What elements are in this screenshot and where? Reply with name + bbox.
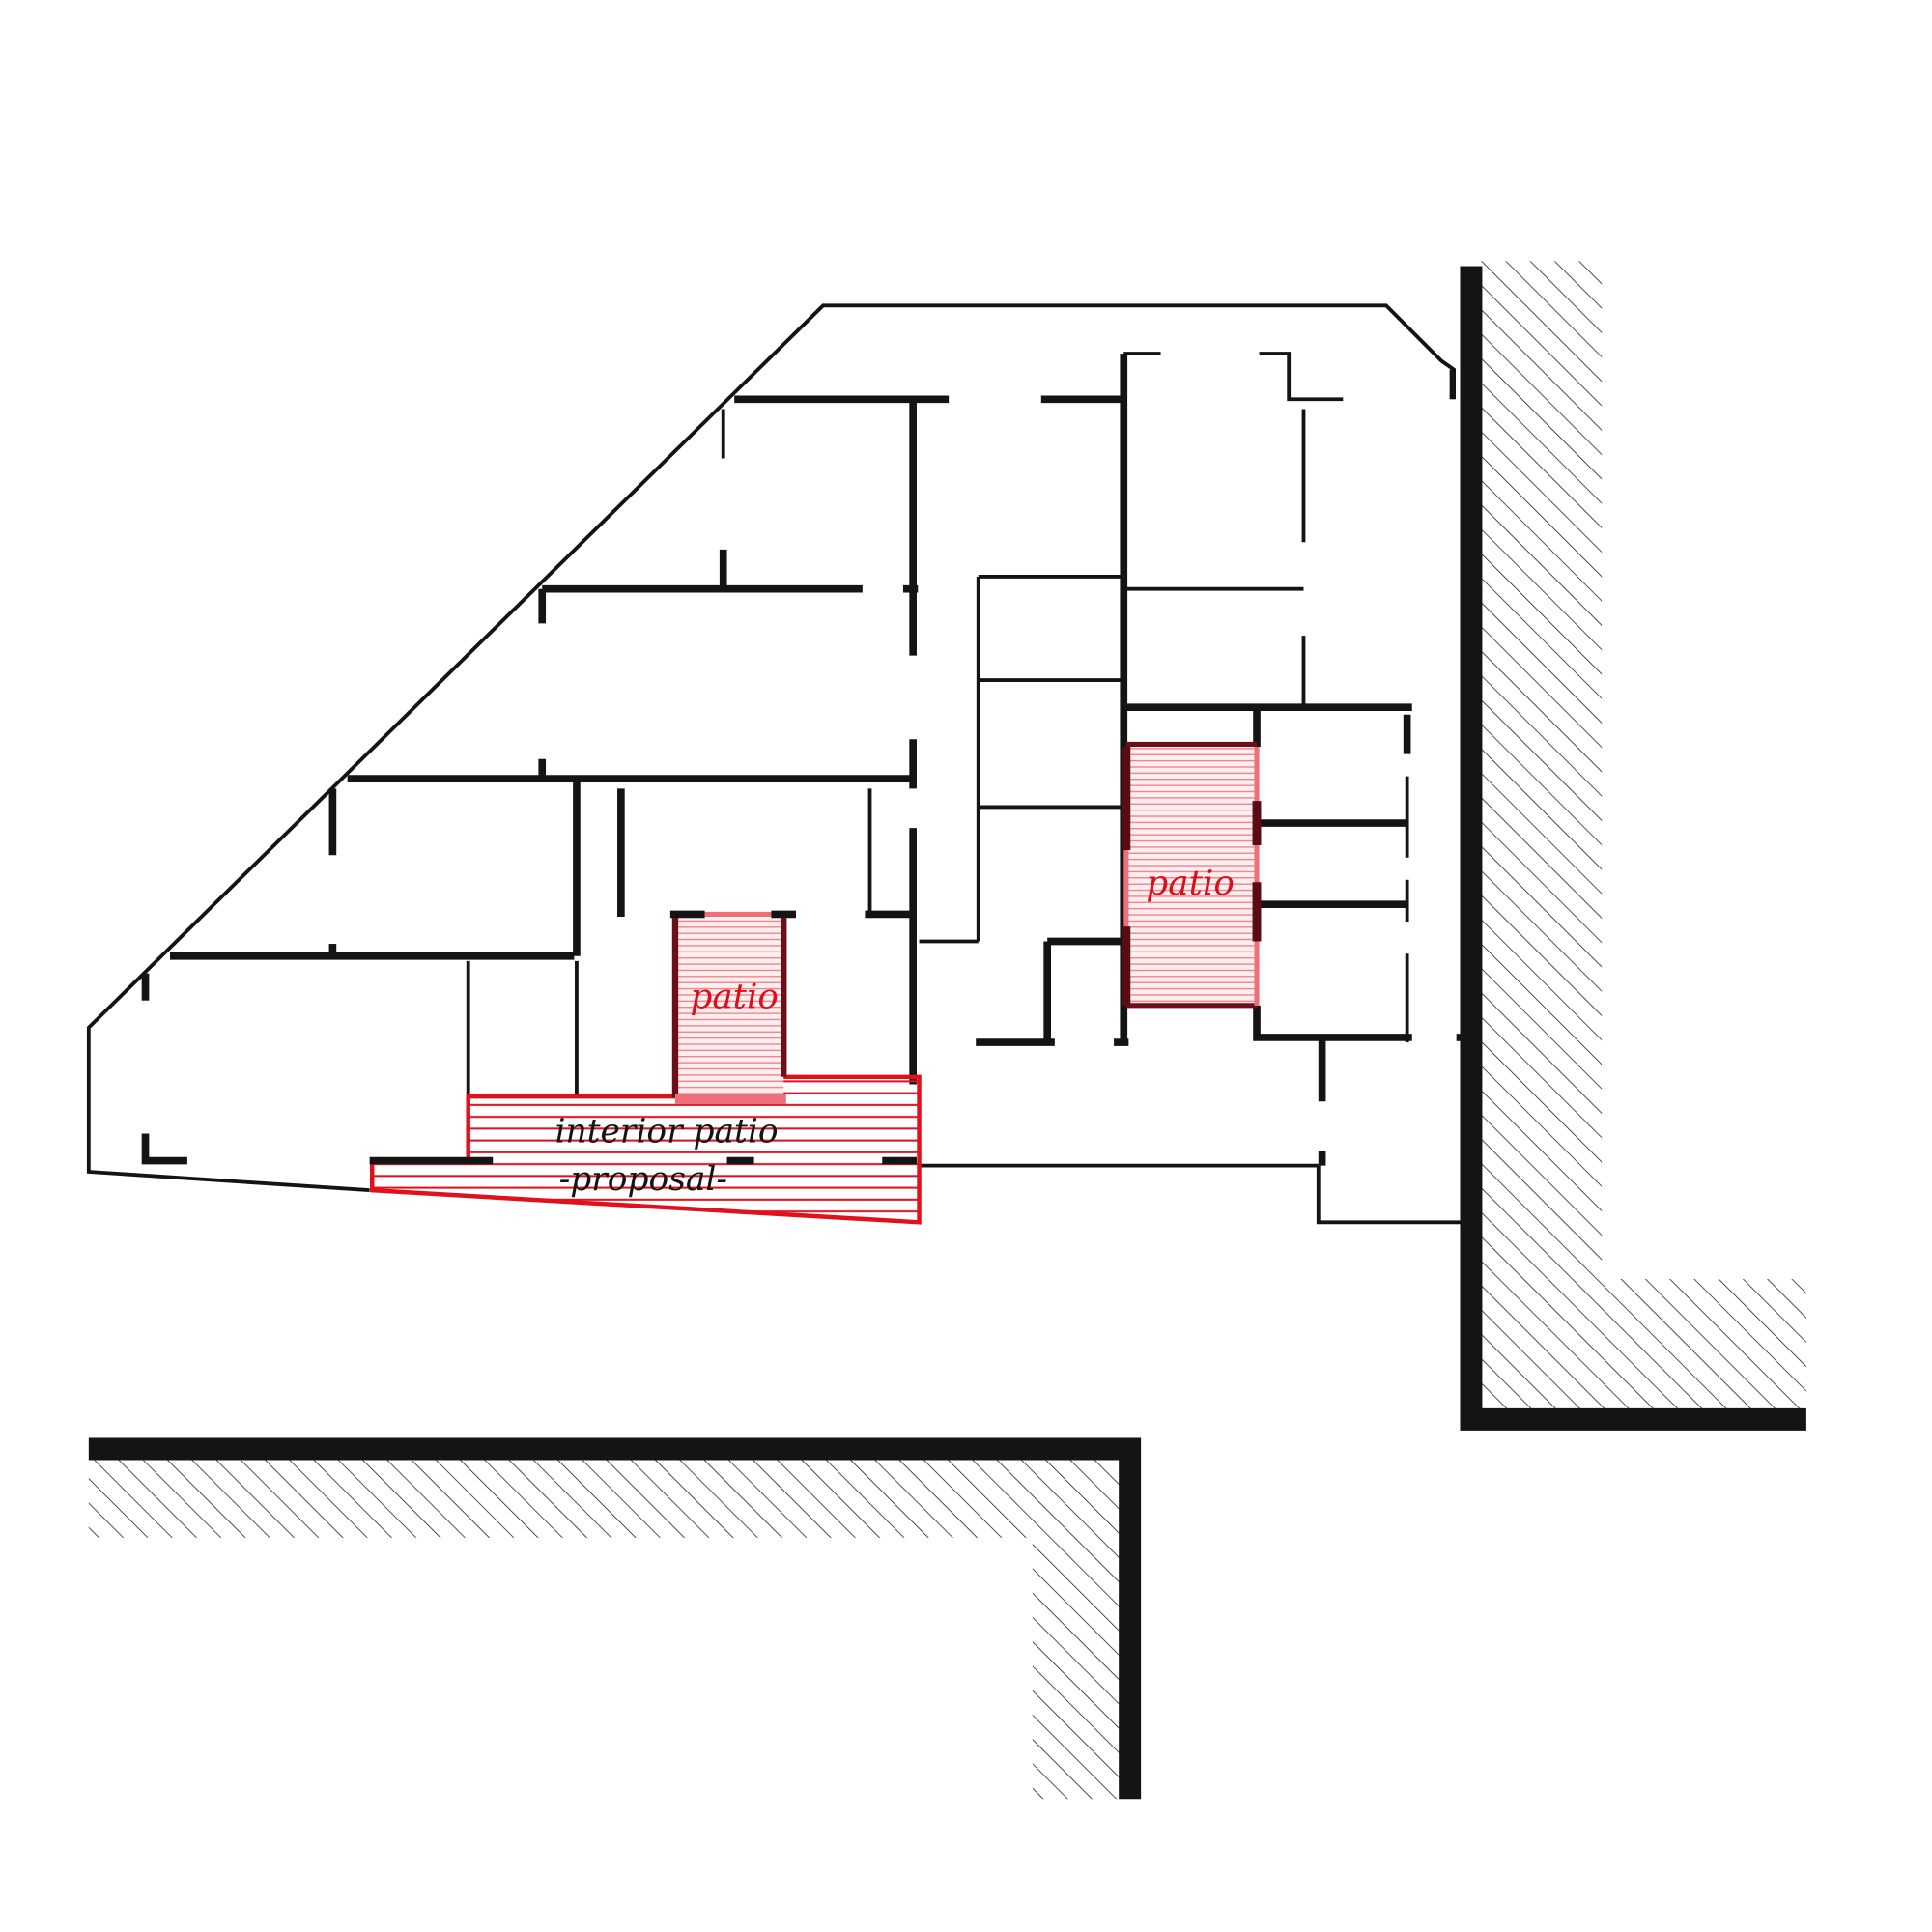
neighbor-building-east [1460,261,1806,1431]
interior-walls [141,352,1462,1166]
interior-patio-label: interior patio [555,1112,779,1151]
patio-left: patio [669,910,796,1104]
proposal-label: -proposal- [559,1160,727,1199]
patio-right-label: patio [1146,864,1234,903]
interior-patio-proposal: interior patio -proposal- [369,1074,922,1225]
building-outline [86,303,1462,1225]
patio-right: patio [1122,741,1262,1009]
patio-left-label: patio [691,977,779,1016]
neighbor-building-south [88,1437,1142,1800]
